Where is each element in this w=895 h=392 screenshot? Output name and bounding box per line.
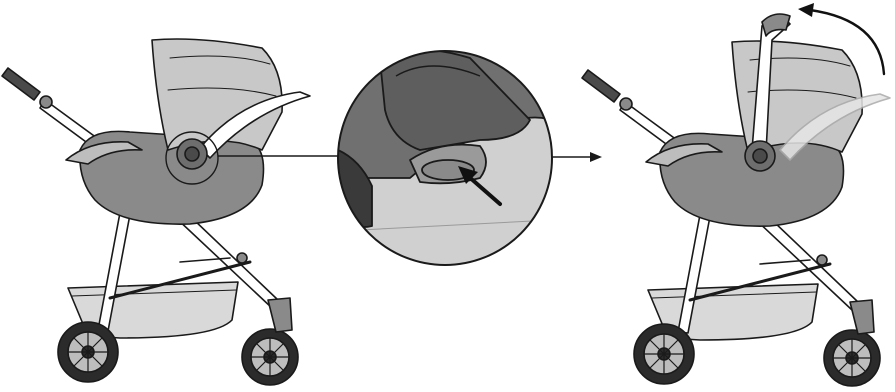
front-wheel-left (242, 298, 298, 385)
handle-grip-right (582, 70, 620, 102)
callout-arrow-right (552, 152, 602, 162)
stroller-right (582, 14, 890, 386)
stroller-left (2, 39, 310, 385)
detail-magnifier (338, 49, 552, 266)
handle-grip (2, 68, 40, 100)
front-wheel-right (824, 300, 880, 386)
rear-wheel-left (58, 322, 118, 382)
rear-wheel-right (634, 324, 694, 384)
